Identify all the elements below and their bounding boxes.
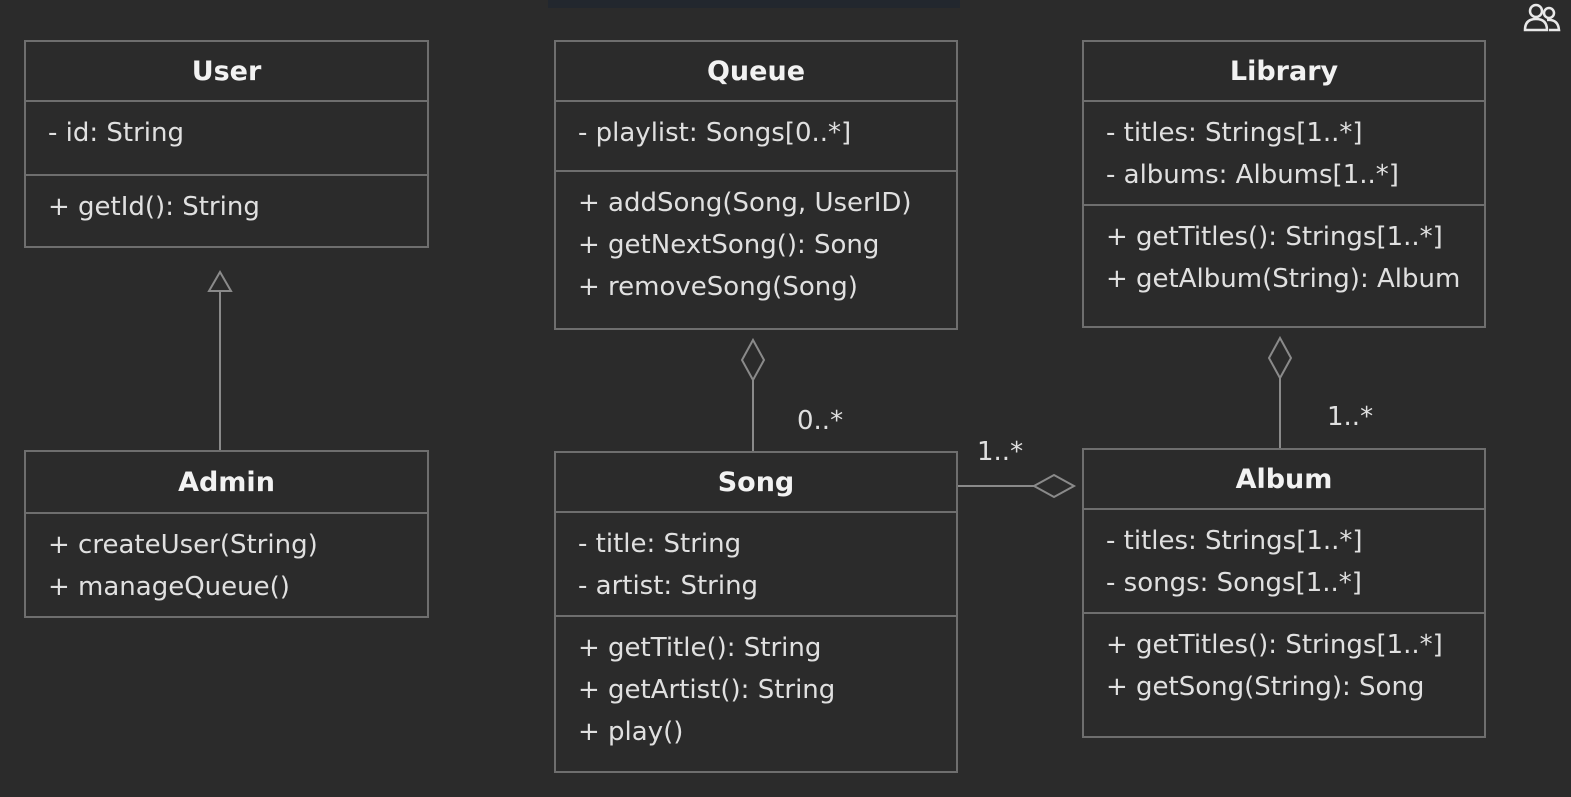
album-attributes: - titles: Strings[1..*] - songs: Songs[1… <box>1084 510 1484 614</box>
queue-methods: + addSong(Song, UserID) + getNextSong():… <box>556 172 956 308</box>
library-attr-titles: - titles: Strings[1..*] <box>1106 118 1363 148</box>
library-attributes: - titles: Strings[1..*] - albums: Albums… <box>1084 102 1484 206</box>
album-class[interactable]: Album - titles: Strings[1..*] - songs: S… <box>1082 448 1486 738</box>
admin-class-name: Admin <box>26 452 427 514</box>
song-method-getartist: + getArtist(): String <box>578 675 836 705</box>
album-attr-songs: - songs: Songs[1..*] <box>1106 568 1362 598</box>
library-aggregation-diamond <box>1267 335 1293 381</box>
admin-class[interactable]: Admin + createUser(String) + manageQueue… <box>24 450 429 618</box>
song-class-name: Song <box>556 453 956 513</box>
library-class[interactable]: Library - titles: Strings[1..*] - albums… <box>1082 40 1486 328</box>
library-attr-albums: - albums: Albums[1..*] <box>1106 160 1399 190</box>
song-class[interactable]: Song - title: String - artist: String + … <box>554 451 958 773</box>
user-class[interactable]: User - id: String + getId(): String <box>24 40 429 248</box>
album-method-getsong: + getSong(String): Song <box>1106 672 1425 702</box>
user-methods: + getId(): String <box>26 176 427 228</box>
album-methods: + getTitles(): Strings[1..*] + getSong(S… <box>1084 614 1484 708</box>
album-attr-titles: - titles: Strings[1..*] <box>1106 526 1363 556</box>
queue-attr-playlist: - playlist: Songs[0..*] <box>578 118 852 148</box>
album-class-name: Album <box>1084 450 1484 510</box>
album-aggregation-diamond <box>1031 473 1077 499</box>
song-method-play: + play() <box>578 717 684 747</box>
admin-method-managequeue: + manageQueue() <box>48 572 290 602</box>
queue-attributes: - playlist: Songs[0..*] <box>556 102 956 172</box>
library-method-getalbum: + getAlbum(String): Album <box>1106 264 1461 294</box>
library-methods: + getTitles(): Strings[1..*] + getAlbum(… <box>1084 206 1484 300</box>
admin-method-createuser: + createUser(String) <box>48 530 318 560</box>
queue-method-removesong: + removeSong(Song) <box>578 272 858 302</box>
queue-aggregation-diamond <box>740 337 766 383</box>
user-attr-id: - id: String <box>48 118 184 148</box>
album-method-gettitles: + getTitles(): Strings[1..*] <box>1106 630 1443 660</box>
queue-song-multiplicity: 0..* <box>797 406 844 436</box>
admin-methods: + createUser(String) + manageQueue() <box>26 514 427 608</box>
queue-class-name: Queue <box>556 42 956 102</box>
song-method-gettitle: + getTitle(): String <box>578 633 822 663</box>
user-attributes: - id: String <box>26 102 427 176</box>
queue-method-addsong: + addSong(Song, UserID) <box>578 188 912 218</box>
song-attr-title: - title: String <box>578 529 742 559</box>
library-album-multiplicity: 1..* <box>1327 402 1374 432</box>
song-methods: + getTitle(): String + getArtist(): Stri… <box>556 617 956 753</box>
album-song-multiplicity: 1..* <box>977 437 1024 467</box>
library-method-gettitles: + getTitles(): Strings[1..*] <box>1106 222 1443 252</box>
user-class-name: User <box>26 42 427 102</box>
generalization-arrowhead <box>207 270 233 292</box>
queue-class[interactable]: Queue - playlist: Songs[0..*] + addSong(… <box>554 40 958 330</box>
queue-method-getnextsong: + getNextSong(): Song <box>578 230 880 260</box>
song-attributes: - title: String - artist: String <box>556 513 956 617</box>
library-class-name: Library <box>1084 42 1484 102</box>
song-attr-artist: - artist: String <box>578 571 759 601</box>
user-method-getid: + getId(): String <box>48 192 260 222</box>
participants-icon[interactable] <box>1520 0 1564 36</box>
top-strip <box>548 0 960 8</box>
